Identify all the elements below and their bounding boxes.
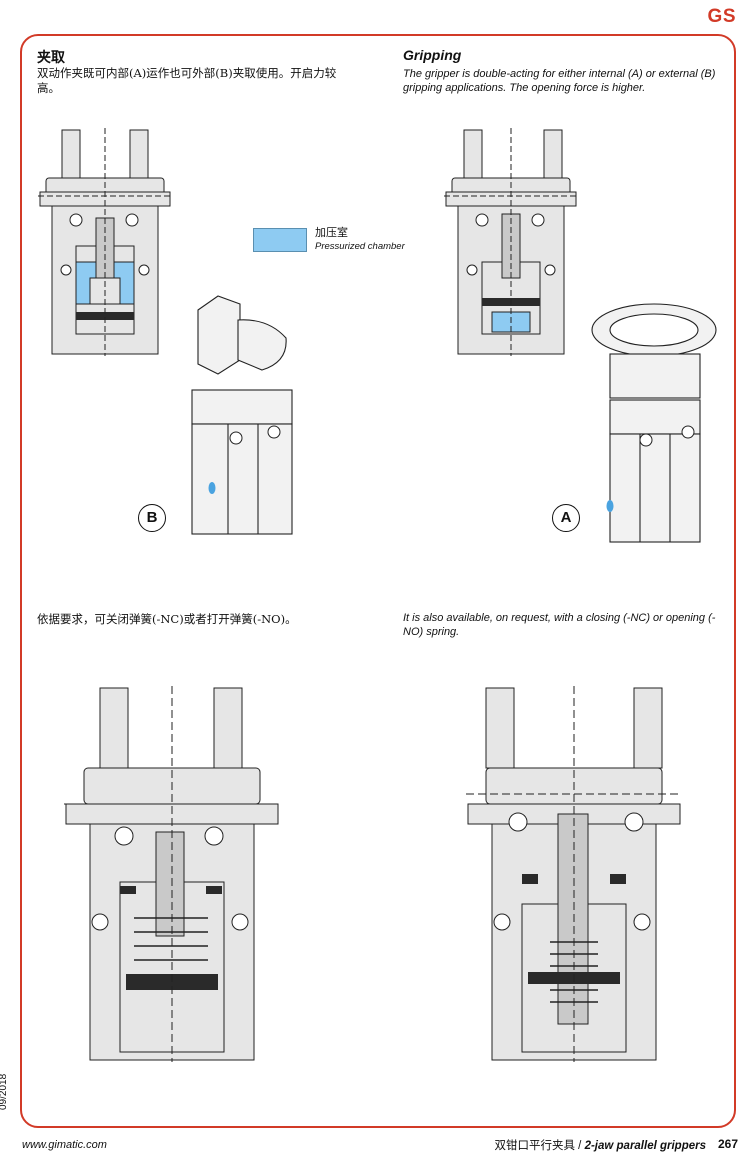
legend-label-cn: 加压室 [315,226,348,239]
section-text-cn: 双动作夹既可内部(A)运作也可外部(B)夹取使用。开启力较高。 [37,66,337,95]
page-frame [20,34,736,1128]
spring-note-cn: 依据要求，可关闭弹簧(-NC)或者打开弹簧(-NO)。 [37,612,297,626]
legend-label-en: Pressurized chamber [315,241,405,252]
section-drawing-nc-spring [64,686,280,1062]
footer-url[interactable]: www.gimatic.com [22,1139,107,1151]
footer-title: 双钳口平行夹具 / 2-jaw parallel grippers [494,1137,706,1153]
footer-title-cn: 双钳口平行夹具 [494,1138,575,1152]
pressurized-chamber-swatch [253,228,307,252]
spring-note-en: It is also available, on request, with a… [403,612,716,638]
print-date: 09/2018 [0,1073,9,1110]
footer-title-sep: / [574,1140,585,1152]
brand-code: GS [707,6,736,27]
badge-b: B [138,504,166,532]
section-title-cn: 夹取 [37,50,65,66]
badge-a: A [552,504,580,532]
section-text-en: The gripper is double-acting for either … [403,68,716,94]
section-drawing-no-spring [466,686,682,1062]
page-number: 267 [717,1137,738,1151]
section-drawing-internal [444,128,578,356]
section-title-en: Gripping [403,47,462,63]
footer-title-en: 2-jaw parallel grippers [584,1140,706,1152]
gripper-external-3d [191,295,293,535]
gripper-internal-3d [591,303,717,543]
section-drawing-external [38,128,172,356]
